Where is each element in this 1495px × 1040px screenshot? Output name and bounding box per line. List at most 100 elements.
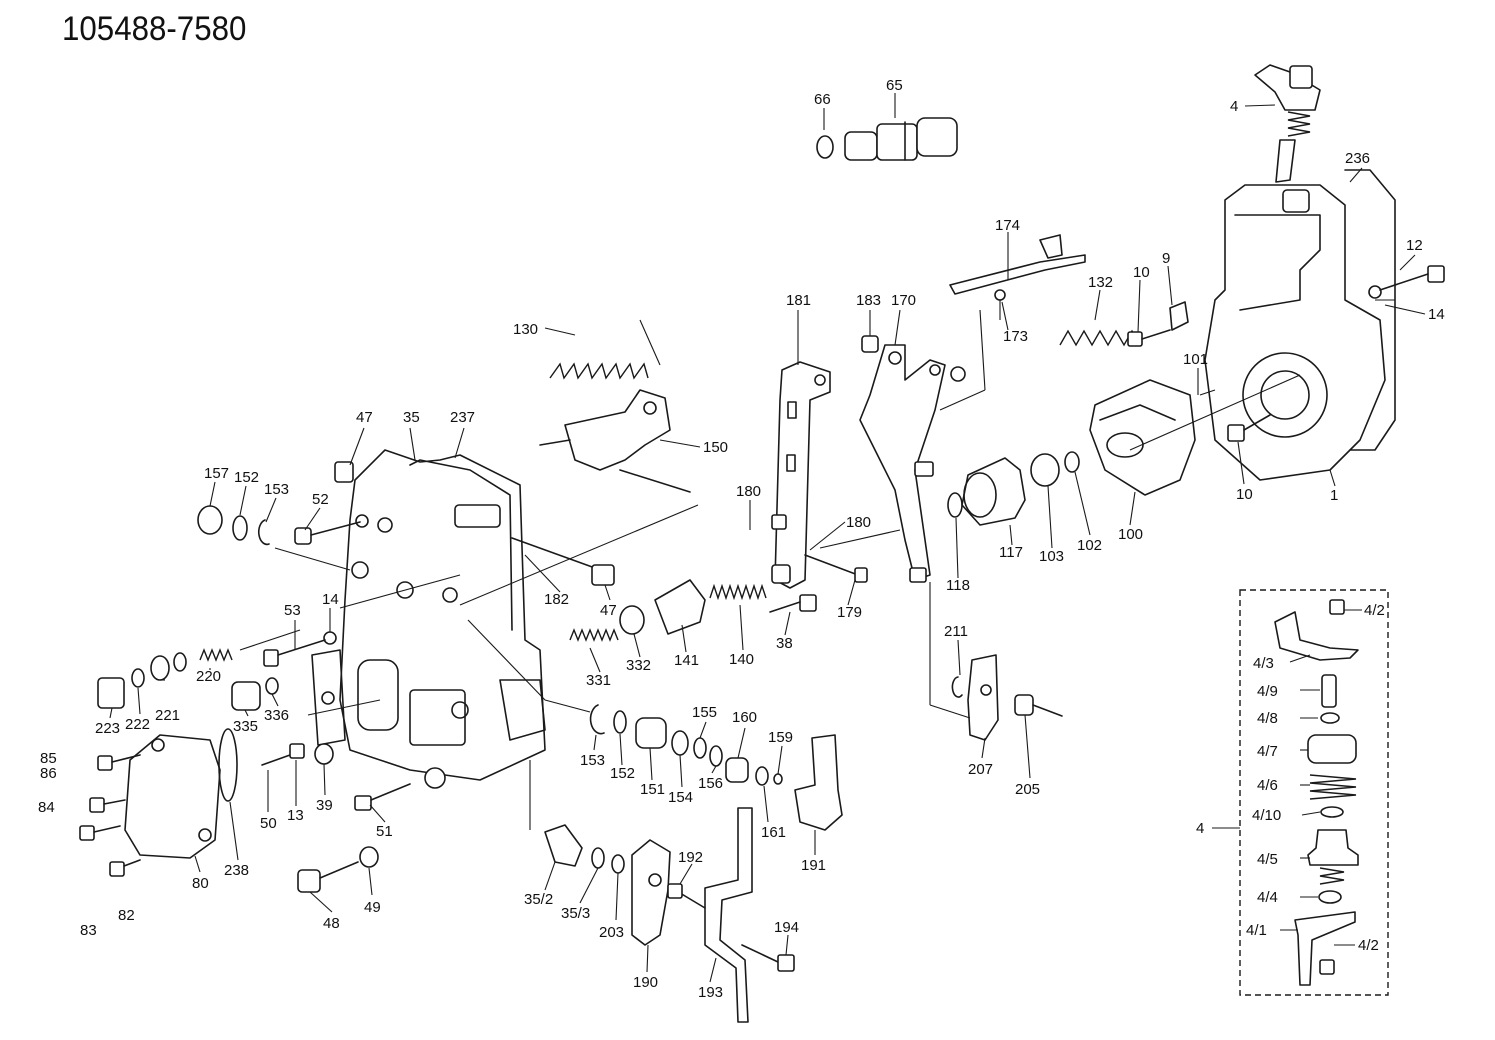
callout-155: 155 (692, 704, 717, 721)
callout-labels: 66 65 4 236 12 14 174 132 10 9 101 10 1 … (38, 77, 1445, 1001)
part-50-51-bolts (261, 743, 446, 893)
part-47-nut-top (334, 461, 354, 483)
callout-237: 237 (450, 409, 475, 426)
callout-38: 38 (776, 635, 793, 652)
callout-117: 117 (999, 544, 1023, 561)
callout-180-a: 180 (736, 483, 761, 500)
callout-153-b: 153 (580, 752, 605, 769)
part-82-85-screws (79, 754, 141, 877)
callout-194: 194 (774, 919, 799, 936)
callout-151: 151 (640, 781, 665, 798)
part-157-plug-group (197, 505, 270, 546)
callout-leaders (109, 93, 1426, 983)
callout-14-right: 14 (1428, 306, 1445, 323)
callout-205: 205 (1015, 781, 1040, 798)
part-80-cover (124, 728, 238, 859)
callout-140: 140 (729, 651, 754, 668)
callout-4-9: 4/9 (1257, 683, 1278, 700)
part-179-bolt (769, 554, 868, 613)
callout-4-6: 4/6 (1257, 777, 1278, 794)
callout-141: 141 (674, 652, 699, 669)
callout-221: 221 (155, 707, 180, 724)
callout-102: 102 (1077, 537, 1102, 554)
callout-103: 103 (1039, 548, 1064, 565)
part-4-detail-box (1239, 589, 1389, 996)
callout-236: 236 (1345, 150, 1370, 167)
part-130-spring (549, 362, 649, 380)
callout-173: 173 (1003, 328, 1028, 345)
callout-118: 118 (946, 577, 970, 594)
part-4-top-assembly (1254, 64, 1321, 183)
callout-4-7: 4/7 (1257, 743, 1278, 760)
callout-4-3: 4/3 (1253, 655, 1274, 672)
callout-192: 192 (678, 849, 703, 866)
part-35-main-housing (311, 449, 546, 781)
callout-161: 161 (761, 824, 786, 841)
callout-156: 156 (698, 775, 723, 792)
callout-150: 150 (703, 439, 728, 456)
callout-174: 174 (995, 217, 1020, 234)
callout-336: 336 (264, 707, 289, 724)
callout-207: 207 (968, 761, 993, 778)
callout-65: 65 (886, 77, 903, 94)
callout-48: 48 (323, 915, 340, 932)
drawing-number: 105488-7580 (62, 10, 247, 48)
callout-180-b: 180 (846, 514, 871, 531)
callout-80: 80 (192, 875, 209, 892)
callout-160: 160 (732, 709, 757, 726)
callout-14-left: 14 (322, 591, 339, 608)
callout-182: 182 (544, 591, 569, 608)
callout-53: 53 (284, 602, 301, 619)
callout-159: 159 (768, 729, 793, 746)
callout-4-4: 4/4 (1257, 889, 1278, 906)
part-1-governor-housing (1204, 169, 1396, 481)
callout-47-top: 47 (356, 409, 373, 426)
callout-66: 66 (814, 91, 831, 108)
part-100-flyweight (1089, 379, 1196, 496)
callout-83: 83 (80, 922, 97, 939)
callout-4-1: 4/1 (1246, 922, 1267, 939)
part-9-bracket (1127, 301, 1189, 347)
callout-190: 190 (633, 974, 658, 991)
callout-9: 9 (1162, 250, 1170, 267)
callout-51: 51 (376, 823, 393, 840)
callout-35: 35 (403, 409, 420, 426)
callout-101: 101 (1183, 351, 1208, 368)
part-220-plug-chain (97, 648, 233, 709)
callout-211: 211 (944, 623, 968, 640)
callout-100: 100 (1118, 526, 1143, 543)
callout-4-5: 4/5 (1257, 851, 1278, 868)
callout-4-side: 4 (1196, 820, 1204, 837)
part-47-nut-mid (591, 564, 615, 586)
part-191-bracket (794, 734, 843, 831)
part-53-bolt (263, 631, 337, 667)
part-4-detail-components (1274, 599, 1359, 986)
callout-152-b: 152 (610, 765, 635, 782)
callout-86: 86 (40, 765, 57, 782)
callout-157: 157 (204, 465, 229, 482)
callout-85: 85 (40, 750, 57, 767)
callout-223: 223 (95, 720, 120, 737)
callout-332: 332 (626, 657, 651, 674)
part-183-nut (861, 335, 879, 353)
callout-238: 238 (224, 862, 249, 879)
callout-220: 220 (196, 668, 221, 685)
callout-335: 335 (233, 718, 258, 735)
callout-13: 13 (287, 807, 304, 824)
callout-10-b: 10 (1236, 486, 1253, 503)
part-52-bolt (294, 514, 369, 545)
part-207-bracket (929, 582, 1063, 741)
callout-4-2-b: 4/2 (1358, 937, 1379, 954)
callout-35-3: 35/3 (561, 905, 590, 922)
callout-47-mid: 47 (600, 602, 617, 619)
part-150-lever (539, 389, 691, 493)
callout-179: 179 (837, 604, 862, 621)
callout-84: 84 (38, 799, 55, 816)
callout-50: 50 (260, 815, 277, 832)
exploded-leaders (239, 299, 1395, 830)
part-12-bolt (1368, 265, 1445, 299)
callout-183: 183 (856, 292, 881, 309)
callout-130: 130 (513, 321, 538, 338)
part-181-lever (771, 361, 831, 589)
